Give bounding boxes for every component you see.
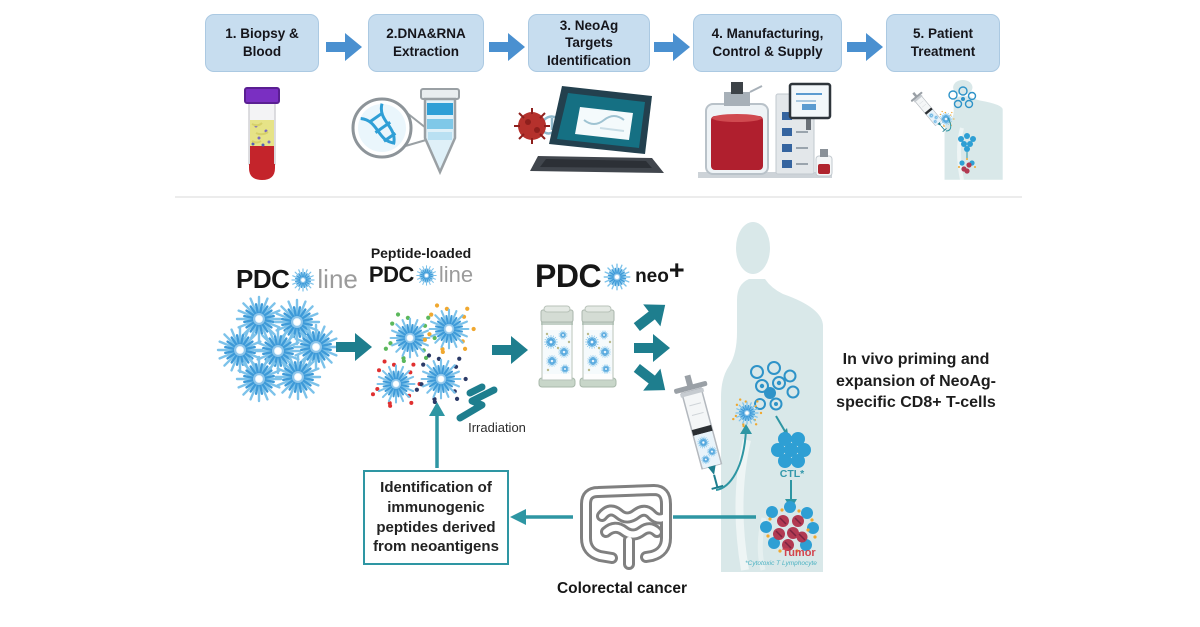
peptide-loaded-cell-cluster (370, 303, 476, 408)
pdc-cell-logo-icon (603, 263, 631, 290)
dna-magnifier-tube-icon (351, 88, 460, 176)
step-box-1: 1. Biopsy & Blood (205, 14, 319, 72)
ctl-cell-cluster (771, 432, 811, 468)
injection-path (715, 429, 747, 491)
pdc-logo-text: PDC (368, 262, 414, 287)
in-vivo-caption: In vivo priming and expansion of NeoAg-s… (835, 351, 996, 412)
bioreactor-icon (698, 82, 833, 178)
irradiation-label: Irradiation (468, 420, 526, 435)
line-logo-text: line (438, 262, 474, 287)
peptide-loaded-pdc-line-logo: Peptide-loaded PDC line (362, 245, 480, 288)
step-arrow-icon (654, 33, 690, 61)
tumor-cell-cluster (760, 501, 819, 553)
pdc-neo-plus-logo: PDC neo + (535, 254, 685, 294)
neo-logo-text: neo (635, 265, 669, 287)
flow-arrow-icon (492, 336, 528, 364)
ctl-label: CTL* (779, 468, 805, 480)
flow-arrow-icon (628, 293, 674, 339)
patient-body-syringe-icon (907, 80, 1003, 181)
identification-box: Identification of immunogenic peptides d… (363, 470, 509, 565)
peptide-loaded-text: Peptide-loaded (370, 245, 472, 261)
pdc-neo-vial-icon (578, 304, 618, 389)
flow-arrow-icon (336, 333, 372, 361)
blood-tube-icon (244, 87, 280, 180)
pdc-logo-text: PDC (535, 258, 602, 294)
ctl-footnote: *Cytotoxic T Lymphocyte (745, 560, 817, 567)
pdc-line-cell-cluster (216, 295, 340, 403)
body-highlight (735, 439, 751, 571)
line-logo-text: line (317, 264, 358, 294)
primed-tcells (750, 361, 800, 411)
step-arrow-icon (847, 33, 883, 61)
step-box-3: 3. NeoAg Targets Identification (528, 14, 650, 72)
step-arrow-icon (326, 33, 362, 61)
feedback-arrowhead (429, 402, 445, 416)
injection-path-arrowhead (740, 424, 752, 434)
colorectal-cancer-label: Colorectal cancer (556, 580, 688, 597)
tumor-to-box-arrowhead (510, 509, 526, 525)
step-box-2: 2.DNA&RNA Extraction (368, 14, 484, 72)
step-box-4: 4. Manufacturing, Control & Supply (693, 14, 842, 72)
loaded-cell-in-body (732, 398, 763, 428)
irradiation-lightning-icon (456, 383, 498, 422)
pdc-logo-text: PDC (236, 264, 290, 294)
pdc-line-logo: PDC line (236, 264, 358, 295)
ctl-arrow (775, 415, 787, 434)
step-box-5: 5. Patient Treatment (886, 14, 1000, 72)
colon-icon (580, 484, 672, 570)
flow-arrow-icon (628, 356, 674, 402)
step-arrow-icon (489, 33, 525, 61)
pdc-cell-logo-icon (416, 264, 437, 286)
laptop-dna-icon (514, 86, 664, 173)
flow-arrow-icon (634, 334, 670, 362)
tumor-label: Tumor (782, 547, 816, 559)
pdc-cell-logo-icon (291, 267, 316, 292)
pdc-neo-vial-icon (537, 304, 577, 389)
